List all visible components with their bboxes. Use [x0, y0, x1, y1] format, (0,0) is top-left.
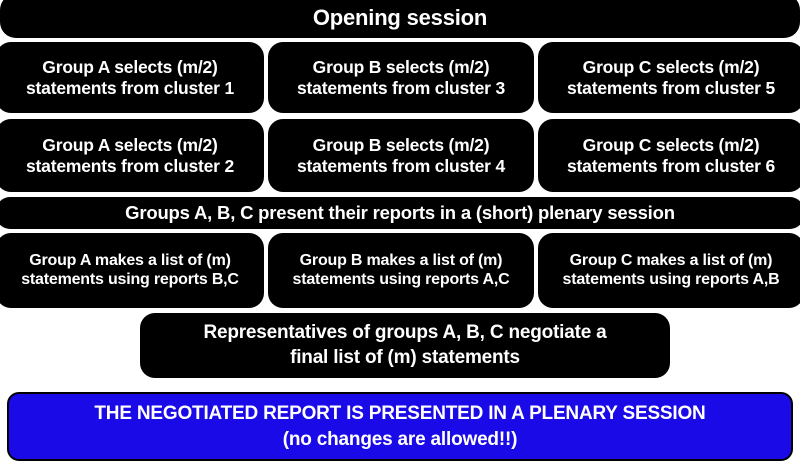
- box-line-1: Group B selects (m/2): [312, 57, 490, 78]
- box-line-2: statements using reports A,C: [292, 270, 510, 288]
- box-line-1: Group C makes a list of (m): [569, 251, 773, 269]
- box-line-2: statements from cluster 1: [26, 77, 234, 98]
- plenary-report-label: Groups A, B, C present their reports in …: [125, 202, 675, 224]
- box-line-1: Group C selects (m/2): [582, 57, 760, 78]
- group-a-select-cluster-2-box: Group A selects (m/2) statements from cl…: [0, 119, 264, 192]
- box-line-1: Group B makes a list of (m): [299, 251, 503, 269]
- box-line-2: final list of (m) statements: [290, 346, 520, 368]
- box-line-1: Group A selects (m/2): [42, 135, 218, 156]
- box-line-2: statements using reports B,C: [21, 270, 239, 288]
- box-line-2: statements from cluster 2: [26, 155, 234, 176]
- box-line-2: statements from cluster 5: [567, 77, 775, 98]
- group-c-select-cluster-6-box: Group C selects (m/2) statements from cl…: [538, 119, 800, 192]
- box-line-2: (no changes are allowed!!): [282, 428, 518, 450]
- final-presentation-box: THE NEGOTIATED REPORT IS PRESENTED IN A …: [7, 392, 793, 461]
- plenary-report-banner: Groups A, B, C present their reports in …: [0, 197, 800, 229]
- box-line-1: Group A makes a list of (m): [29, 251, 231, 269]
- group-a-select-cluster-1-box: Group A selects (m/2) statements from cl…: [0, 42, 264, 113]
- negotiation-box: Representatives of groups A, B, C negoti…: [140, 313, 670, 378]
- box-line-2: statements from cluster 6: [567, 155, 775, 176]
- group-a-make-list-box: Group A makes a list of (m) statements u…: [0, 233, 264, 308]
- box-line-2: statements from cluster 3: [297, 77, 505, 98]
- group-c-select-cluster-5-box: Group C selects (m/2) statements from cl…: [538, 42, 800, 113]
- opening-session-banner: Opening session: [0, 0, 800, 38]
- box-line-1: Group C selects (m/2): [582, 135, 760, 156]
- box-line-1: THE NEGOTIATED REPORT IS PRESENTED IN A …: [94, 403, 706, 425]
- group-b-select-cluster-4-box: Group B selects (m/2) statements from cl…: [268, 119, 534, 192]
- group-b-make-list-box: Group B makes a list of (m) statements u…: [268, 233, 534, 308]
- box-line-1: Group A selects (m/2): [42, 57, 218, 78]
- box-line-2: statements from cluster 4: [297, 155, 505, 176]
- box-line-2: statements using reports A,B: [562, 270, 780, 288]
- box-line-1: Group B selects (m/2): [312, 135, 490, 156]
- box-line-1: Representatives of groups A, B, C negoti…: [203, 322, 607, 344]
- opening-session-label: Opening session: [312, 5, 488, 31]
- group-c-make-list-box: Group C makes a list of (m) statements u…: [538, 233, 800, 308]
- group-b-select-cluster-3-box: Group B selects (m/2) statements from cl…: [268, 42, 534, 113]
